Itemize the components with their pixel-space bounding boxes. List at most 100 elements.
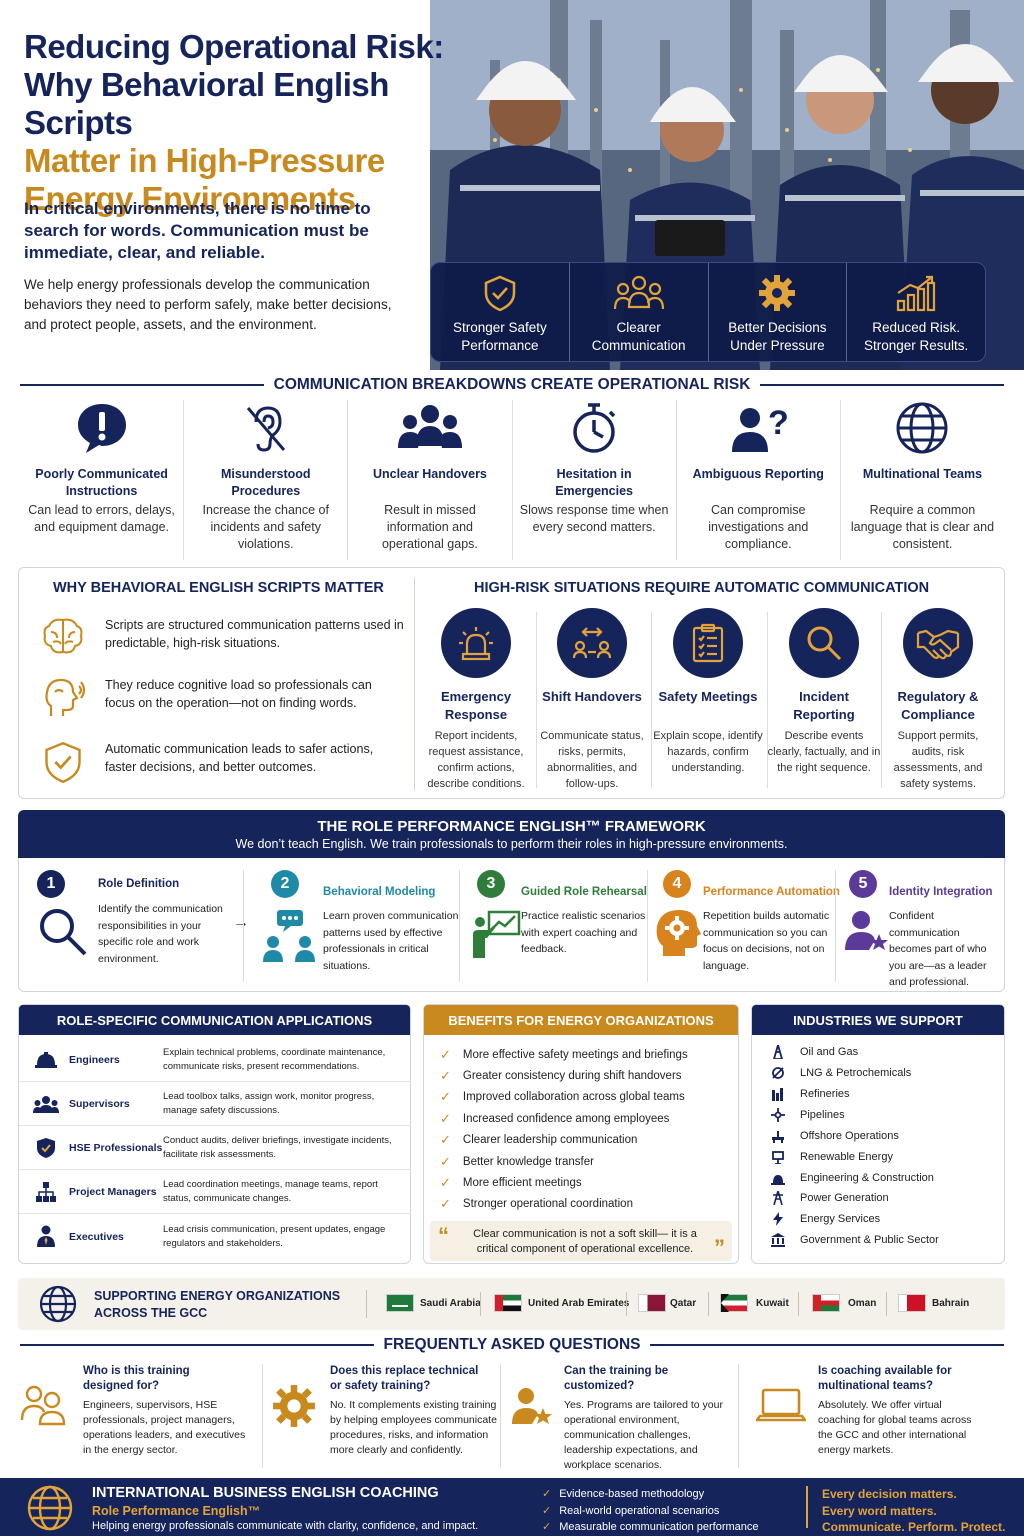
- power-tower-icon: [770, 1191, 786, 1205]
- benefit-text: More effective safety meetings and brief…: [462, 1049, 688, 1061]
- industry-item: LNG & Petrochemicals: [770, 1066, 911, 1080]
- stopwatch-icon: [573, 403, 616, 453]
- footer-brand: INTERNATIONAL BUSINESS ENGLISH COACHING: [92, 1485, 439, 1501]
- divider: [414, 578, 415, 790]
- divider: [20, 1344, 374, 1346]
- hero-benefit: Clearer Communication: [570, 263, 709, 361]
- hero-body: We help energy professionals develop the…: [24, 277, 392, 332]
- gear-icon: [759, 275, 796, 311]
- faq-question: Can the training be customized?: [564, 1365, 669, 1392]
- industry-label: Renewable Energy: [800, 1151, 893, 1163]
- step-number: 5: [849, 870, 877, 898]
- footer-slogan: Every word matters.: [822, 1503, 937, 1518]
- country-label: Oman: [848, 1298, 877, 1309]
- checkmark-icon: ✓: [440, 1175, 451, 1190]
- country-label: Kuwait: [756, 1298, 789, 1309]
- people-icon: [20, 1385, 66, 1426]
- footer-product: Role Performance English™: [92, 1504, 261, 1518]
- step-title: Identity Integration: [889, 886, 993, 898]
- role-row: Executives Lead crisis communication, pr…: [19, 1215, 411, 1258]
- country-label: Saudi Arabia: [420, 1298, 481, 1309]
- gcc-heading-line: SUPPORTING ENERGY ORGANIZATIONS: [94, 1289, 341, 1303]
- shield-check-icon: [37, 1138, 55, 1158]
- role-row: Engineers Explain technical problems, co…: [19, 1039, 411, 1082]
- step-title: Role Definition: [98, 878, 180, 890]
- roles-heading: ROLE-SPECIFIC COMMUNICATION APPLICATIONS: [19, 1005, 410, 1035]
- faq-answer: Engineers, supervisors, HSE professional…: [83, 1399, 246, 1456]
- breakdown-title: Hesitation in Emergencies: [555, 467, 634, 498]
- hero-benefits-bar: Stronger Safety Performance Clearer Comm…: [430, 262, 986, 362]
- presenter-icon: [473, 910, 521, 958]
- role-name: Executives: [69, 1230, 124, 1243]
- hero-title-line: Reducing Operational Risk:: [24, 28, 444, 65]
- highrisk-title: Incident Reporting: [793, 689, 855, 722]
- highrisk-desc: Support permits, audits, risk assessment…: [893, 730, 983, 790]
- divider: [262, 1364, 263, 1468]
- globe-icon: [896, 402, 948, 454]
- step-number: 2: [271, 870, 299, 898]
- hero-title-highlight: Energy Environments: [24, 180, 356, 217]
- framework-subtitle: We don’t teach English. We train profess…: [235, 837, 788, 851]
- breakdown-desc: Increase the chance of incidents and saf…: [202, 503, 329, 551]
- step-title: Guided Role Rehearsal: [521, 886, 647, 898]
- industry-label: Pipelines: [800, 1109, 845, 1121]
- divider: [647, 870, 648, 982]
- highrisk-icon-circle: [441, 608, 511, 678]
- framework-step: 1: [37, 870, 65, 898]
- scripts-panel: WHY BEHAVIORAL ENGLISH SCRIPTS MATTER Sc…: [18, 567, 1005, 799]
- footer-slogan: Communicate. Perform. Protect.: [822, 1520, 1006, 1534]
- group-icon: [33, 1096, 59, 1113]
- step-number: 1: [37, 870, 65, 898]
- growth-chart-icon: [897, 275, 936, 312]
- hero-benefit-label: Better Decisions Under Pressure: [728, 320, 827, 353]
- country-label: Qatar: [670, 1298, 697, 1309]
- hardhat-icon: [35, 1052, 57, 1068]
- country-label: United Arab Emirates: [528, 1298, 630, 1309]
- breakdown-desc: Result in missed information and operati…: [381, 503, 478, 551]
- divider: [881, 612, 882, 788]
- highrisk-item: Emergency Response Report incidents, req…: [419, 608, 533, 792]
- alert-bubble-icon: [77, 404, 126, 453]
- highrisk-desc: Describe events clearly, factually, and …: [767, 730, 881, 774]
- offshore-icon: [770, 1129, 786, 1143]
- divider: [798, 1292, 799, 1316]
- kuwait-flag-icon: [720, 1294, 748, 1312]
- roles-panel: ROLE-SPECIFIC COMMUNICATION APPLICATIONS…: [18, 1004, 411, 1264]
- gear-icon: [273, 1385, 315, 1427]
- framework-step: 2: [271, 870, 299, 898]
- hero-title-line: Why Behavioral English Scripts: [24, 66, 389, 141]
- divider: [886, 1292, 887, 1316]
- hero-benefit: Better Decisions Under Pressure: [709, 263, 848, 361]
- gcc-bar: SUPPORTING ENERGY ORGANIZATIONS ACROSS T…: [18, 1278, 1005, 1330]
- government-icon: [770, 1233, 786, 1247]
- step-title: Performance Automation: [703, 886, 840, 898]
- person-star-icon: [845, 911, 888, 950]
- globe-icon: [27, 1485, 73, 1531]
- framework-title: THE ROLE PERFORMANCE ENGLISH™ FRAMEWORK: [317, 818, 706, 835]
- section-title: FREQUENTLY ASKED QUESTIONS: [383, 1336, 641, 1353]
- breakdown-desc: Can lead to errors, delays, and equipmen…: [28, 503, 175, 534]
- divider: [480, 1292, 481, 1316]
- breakdown-desc: Can compromise investigations and compli…: [708, 503, 809, 551]
- role-row: Supervisors Lead toolbox talks, assign w…: [19, 1083, 411, 1126]
- hero-benefit-label: Stronger Safety Performance: [452, 320, 547, 353]
- industry-item: Energy Services: [770, 1212, 880, 1226]
- muted-ear-icon: [246, 406, 285, 452]
- step-desc: Repetition builds automatic communicatio…: [703, 910, 830, 972]
- uae-flag-icon: [494, 1294, 522, 1312]
- why-item: Scripts are structured communication pat…: [41, 616, 405, 656]
- step-desc: Learn proven communication patterns used…: [323, 910, 459, 972]
- industry-label: LNG & Petrochemicals: [800, 1067, 912, 1079]
- hero-benefit: Stronger Safety Performance: [431, 263, 570, 361]
- breakdown-item: Unclear Handovers Result in missed infor…: [348, 400, 513, 560]
- divider: [806, 1486, 808, 1528]
- energy-services-icon: [770, 1212, 786, 1226]
- divider: [243, 870, 244, 982]
- role-name: Project Managers: [69, 1186, 157, 1198]
- step-number: 4: [663, 870, 691, 898]
- quote-close-icon: ”: [714, 1235, 725, 1260]
- bahrain-flag-icon: [898, 1294, 926, 1312]
- hero-title-highlight: Matter in High-Pressure: [24, 142, 385, 179]
- divider: [651, 612, 652, 788]
- breakdown-desc: Slows response time when every second ma…: [519, 503, 669, 534]
